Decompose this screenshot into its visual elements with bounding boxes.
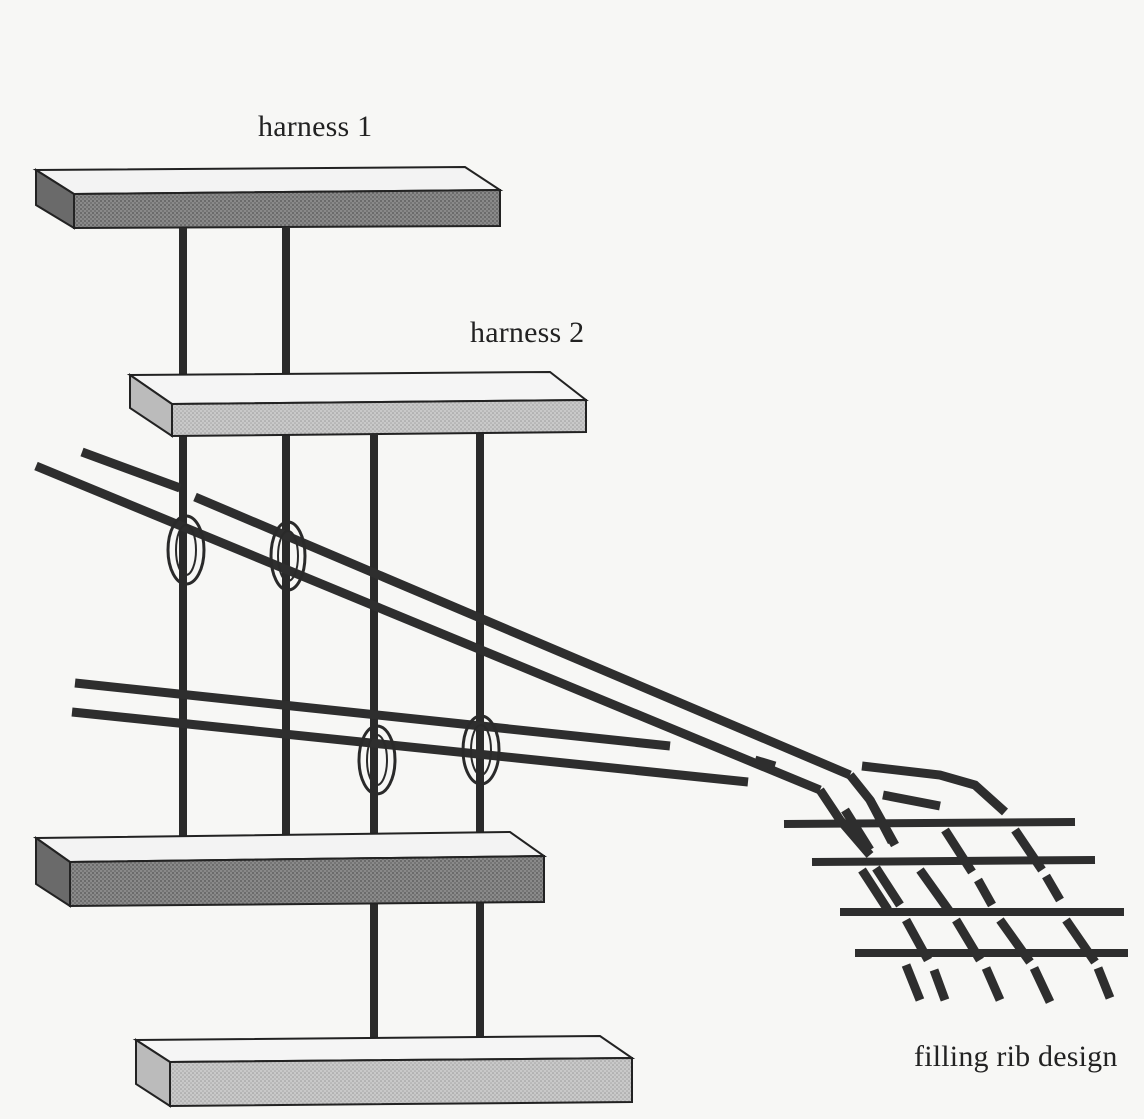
harness-1-label: harness 1 [258, 110, 373, 143]
harness-2-top-bar [126, 370, 589, 438]
lower-warp-yarns [71, 678, 1009, 816]
harness-1-bottom-bar [32, 830, 548, 908]
filling-rib-design-label: filling rib design [914, 1040, 1118, 1073]
warp-yarns-woven [841, 797, 1115, 1004]
woven-fabric [783, 797, 1128, 1004]
heddle-eyes [166, 514, 501, 796]
filling-yarns [783, 818, 1128, 957]
harness-1-heddles [179, 228, 290, 852]
harness-2-heddles-lower [370, 906, 484, 1060]
harness-2-bottom-bar [132, 1034, 636, 1108]
harness-2-label: harness 2 [470, 316, 585, 349]
upper-warp-yarns [34, 447, 899, 858]
harness-1-top-bar [32, 165, 504, 230]
